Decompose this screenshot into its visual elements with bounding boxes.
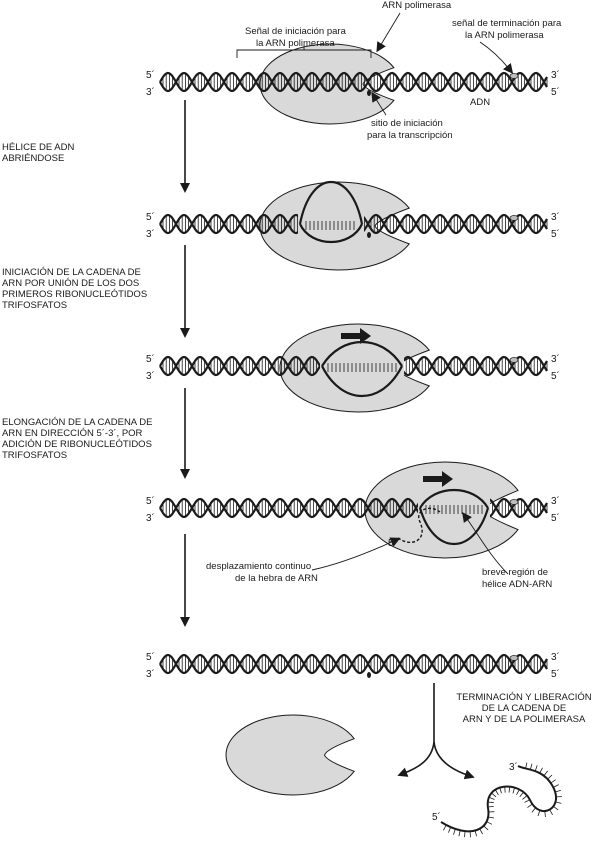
end-5-h3: 5´: [146, 353, 155, 365]
end-5r-h3: 5´: [551, 370, 560, 382]
direction-arrow-2: [423, 471, 453, 487]
bubble-initiation-mask: [320, 354, 404, 378]
step-4-line-3: ARN Y DE LA POLIMERASA: [463, 714, 586, 725]
rna-polymerase-5: [225, 714, 356, 796]
start-site-dot-1: [367, 90, 371, 96]
end-5-h5: 5´: [146, 651, 155, 663]
transcription-bubbles: [298, 181, 490, 546]
displaced-rna: [397, 507, 441, 543]
end-5-h4: 5´: [146, 495, 155, 507]
end-3-h3: 3´: [146, 370, 155, 382]
end-3r-h4: 3´: [551, 495, 560, 507]
step-label-3: ELONGACIÓN DE LA CADENA DE ARN EN DIRECC…: [2, 417, 152, 461]
polymerase-group: [225, 43, 519, 796]
step-3-line-2: ARN EN DIRECCIÓN 5´-3´, POR: [2, 428, 143, 439]
end-5-h2: 5´: [146, 211, 155, 223]
termination-mark-5: [509, 655, 519, 661]
end-5r-h1: 5´: [551, 86, 560, 98]
base-pairs-5: [162, 655, 548, 673]
label-hybrid-1: breve región de: [482, 567, 548, 578]
termination-mark-4: [509, 499, 519, 505]
termination-mark-2: [509, 215, 519, 221]
termination-mark-1: [509, 73, 519, 79]
step-label-2: INICIACIÓN DE LA CADENA DE ARN POR UNIÓN…: [2, 267, 147, 311]
label-displacement-1: desplazamiento continuo: [206, 561, 311, 572]
bubble-opening-top: [298, 181, 364, 225]
end-3r-h3: 3´: [551, 353, 560, 365]
end-3-h2: 3´: [146, 228, 155, 240]
step-2-line-3: PRIMEROS RIBONUCLEÓTIDOS: [2, 289, 147, 300]
label-start-site-2: para la transcripción: [367, 130, 453, 141]
step-4-line-2: DE LA CADENA DE: [482, 703, 566, 714]
strand-b-5: [159, 653, 548, 675]
label-dna: ADN: [470, 97, 490, 108]
strand-b-1: [159, 71, 548, 93]
strand-end-labels: 5´ 3´ 3´ 5´ 5´ 3´ 3´ 5´ 5´ 3´ 3´ 5´ 5´ 3…: [146, 69, 560, 823]
dna-helix-5: [159, 653, 548, 678]
dna-helix-1: [159, 71, 548, 96]
label-displacement-2: de la hebra de ARN: [235, 573, 318, 584]
label-pointers: [236, 12, 514, 575]
direction-arrow-1: [341, 328, 371, 344]
free-rna-end-3: 3´: [509, 761, 518, 773]
bubble-elongation-top: [419, 488, 489, 509]
end-5r-h4: 5´: [551, 512, 560, 524]
termination-mark-3: [509, 357, 519, 363]
step-3-line-4: TRIFOSFATOS: [2, 450, 67, 461]
base-pairs-1: [162, 73, 548, 91]
end-5r-h2: 5´: [551, 228, 560, 240]
step-label-4: TERMINACIÓN Y LIBERACIÓN DE LA CADENA DE…: [456, 692, 591, 725]
bubble-opening-ticks: [305, 221, 355, 230]
bubble-opening-mask: [298, 212, 364, 236]
step-2-line-1: INICIACIÓN DE LA CADENA DE: [2, 267, 141, 278]
released-rna-bases: [443, 762, 563, 838]
step-2-line-4: TRIFOSFATOS: [2, 300, 67, 311]
label-initiation-signal-2: la ARN polimerasa: [256, 38, 335, 49]
end-3r-h2: 3´: [551, 211, 560, 223]
end-5-h1: 5´: [146, 69, 155, 81]
start-site-dot-2: [367, 232, 371, 238]
step-3-line-3: ADICIÓN DE RIBONUCLEÓTIDOS: [2, 439, 152, 450]
rna-end-5: 5´: [388, 537, 397, 549]
bubble-opening-bottom: [299, 223, 363, 244]
bubble-initiation-ticks: [327, 363, 397, 372]
label-termination-signal-2: la ARN polimerasa: [465, 30, 544, 41]
label-rna-polymerase: ARN polimerasa: [382, 0, 452, 11]
end-3-h4: 3´: [146, 512, 155, 524]
end-3r-h1: 3´: [551, 69, 560, 81]
start-site-dot-5: [367, 672, 371, 678]
label-termination-signal-1: señal de terminación para: [452, 18, 562, 29]
step-1-line-1: HÉLICE DE ADN: [2, 142, 74, 153]
label-initiation-signal-1: Señal de iniciación para: [245, 26, 347, 37]
step-label-1: HÉLICE DE ADN ABRIÉNDOSE: [2, 142, 74, 164]
end-3-h1: 3´: [146, 86, 155, 98]
step-3-line-1: ELONGACIÓN DE LA CADENA DE: [2, 417, 152, 428]
free-rna-end-5: 5´: [432, 811, 441, 823]
end-3r-h5: 3´: [551, 651, 560, 663]
step-2-line-2: ARN POR UNIÓN DE LOS DOS: [2, 278, 139, 289]
bubble-initiation-bottom: [321, 365, 403, 398]
step-1-line-2: ABRIÉNDOSE: [2, 153, 64, 164]
released-rna-strand: [440, 762, 563, 838]
release-split-arrow: [397, 683, 475, 780]
bubble-elongation-bottom: [418, 507, 490, 546]
end-3-h5: 3´: [146, 668, 155, 680]
label-hybrid-2: hélice ADN-ARN: [482, 579, 552, 590]
strand-a-5: [159, 653, 548, 675]
end-5r-h5: 5´: [551, 668, 560, 680]
label-start-site-1: sitio de iniciación: [371, 118, 443, 129]
step-4-line-1: TERMINACIÓN Y LIBERACIÓN: [456, 692, 591, 703]
